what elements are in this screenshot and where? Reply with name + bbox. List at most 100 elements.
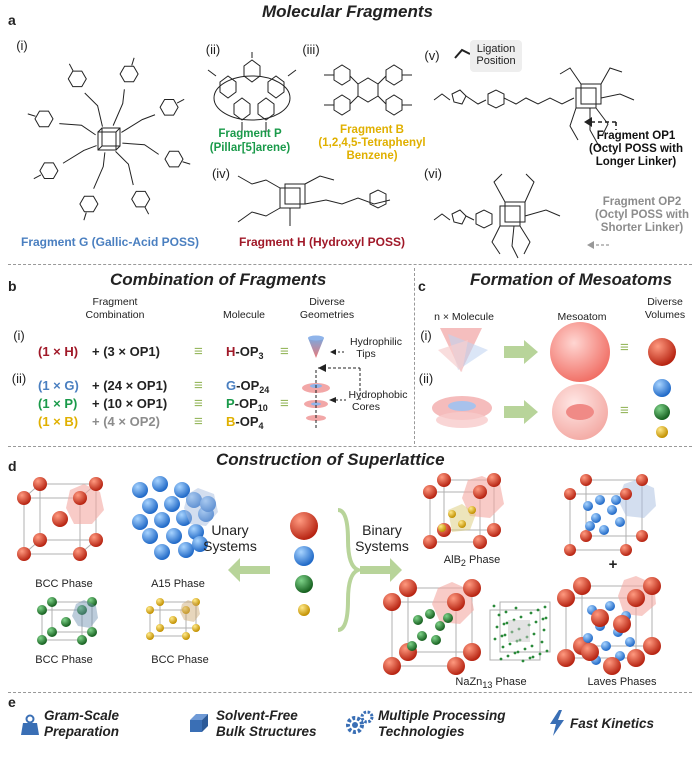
divider-b bbox=[8, 446, 692, 447]
b-header-diverse: Diverse bbox=[309, 296, 345, 308]
lattice-sphere bbox=[463, 579, 481, 597]
lattice-sphere bbox=[580, 530, 592, 542]
lattice-sphere bbox=[595, 495, 605, 505]
lattice-sphere bbox=[152, 476, 168, 492]
panel-a-letter: a bbox=[8, 12, 16, 28]
binary-label-1: Binary bbox=[362, 522, 402, 538]
fragment-op2-label-3: Shorter Linker) bbox=[600, 222, 684, 234]
lattice-sphere bbox=[599, 525, 609, 535]
c-equiv-2: ≡ bbox=[620, 402, 629, 419]
op1-arrow bbox=[584, 117, 617, 130]
lattice-sphere bbox=[17, 547, 31, 561]
ligation-label: Ligation Position bbox=[476, 43, 516, 67]
lattice-sphere bbox=[423, 485, 437, 499]
lattice-sphere bbox=[607, 505, 617, 515]
laves-plus: + bbox=[608, 556, 618, 573]
lattice-sphere bbox=[487, 473, 501, 487]
op2-arrow bbox=[587, 241, 609, 249]
gears-icon bbox=[346, 710, 374, 734]
b-header-combination: Combination bbox=[85, 309, 145, 321]
lattice-sphere bbox=[399, 579, 417, 597]
lattice-sphere bbox=[615, 651, 625, 661]
label-i: (i) bbox=[16, 38, 28, 53]
lattice-sphere bbox=[156, 624, 164, 632]
lattice-sphere bbox=[613, 615, 631, 633]
panel-d-title: Construction of Superlattice bbox=[216, 450, 445, 469]
c-header-diverse: Diverse bbox=[647, 296, 683, 308]
b-equiv-4a: ≡ bbox=[194, 413, 203, 430]
b-equiv-1a: ≡ bbox=[194, 343, 203, 360]
b-header-geometries: Geometries bbox=[299, 309, 355, 321]
lattice-sphere bbox=[591, 513, 601, 523]
lattice-sphere bbox=[643, 637, 661, 655]
fragment-b-label-3: Benzene) bbox=[346, 150, 398, 162]
divider-d bbox=[8, 692, 692, 693]
hydrophobic-label-2: Cores bbox=[351, 401, 380, 413]
fragment-h-label: Fragment H (Hydroxyl POSS) bbox=[238, 235, 406, 249]
lattice-sphere bbox=[643, 577, 661, 595]
lattice-sphere bbox=[174, 482, 190, 498]
lattice-sphere bbox=[447, 593, 465, 611]
b-row1-fragment: (1 × H) bbox=[38, 344, 79, 359]
lattice-sphere bbox=[156, 598, 164, 606]
lattice-sphere bbox=[146, 606, 154, 614]
c-label-i: (i) bbox=[420, 328, 432, 343]
b-header-molecule: Molecule bbox=[222, 309, 266, 321]
b-row3-fragment: (1 × P) bbox=[38, 396, 78, 411]
fragment-op2-structure bbox=[433, 173, 561, 259]
fragment-op1-label-1: Fragment OP1 bbox=[596, 130, 676, 142]
lattice-sphere bbox=[146, 632, 154, 640]
lattice-sphere bbox=[182, 632, 190, 640]
lattice-sphere bbox=[425, 609, 435, 619]
laves-phases-label: Laves Phases bbox=[587, 676, 657, 688]
lattice-sphere bbox=[164, 496, 180, 512]
lattice-sphere bbox=[615, 517, 625, 527]
lattice-sphere bbox=[423, 535, 437, 549]
lattice-sphere bbox=[437, 473, 451, 487]
panel-b-letter: b bbox=[8, 278, 17, 294]
lattice-sphere bbox=[413, 615, 423, 625]
fragment-p-label-2: (Pillar[5]arene) bbox=[209, 142, 291, 154]
fragment-b-structure bbox=[324, 64, 412, 116]
lattice-sphere bbox=[383, 657, 401, 675]
lattice-sphere bbox=[487, 523, 501, 537]
panel-e-letter: e bbox=[8, 694, 16, 710]
feature-gram-scale-1: Gram-Scale bbox=[44, 708, 120, 723]
c-header-mesoatom: Mesoatom bbox=[557, 311, 607, 323]
lattice-sphere bbox=[417, 631, 427, 641]
lattice-sphere bbox=[407, 641, 417, 651]
b-row1-molecule: H-OP3 bbox=[226, 344, 264, 361]
panel-a-title: Molecular Fragments bbox=[262, 2, 433, 21]
c-header-molecule: n × Molecule bbox=[434, 311, 494, 323]
feature-processing-1: Multiple Processing bbox=[378, 708, 506, 723]
lattice-sphere bbox=[142, 528, 158, 544]
lattice-sphere bbox=[557, 589, 575, 607]
lattice-sphere bbox=[435, 621, 445, 631]
bcc-phase-gold-label: BCC Phase bbox=[151, 654, 209, 666]
lattice-sphere bbox=[580, 474, 592, 486]
lattice-sphere bbox=[17, 491, 31, 505]
lattice-sphere bbox=[89, 477, 103, 491]
lattice-sphere bbox=[473, 485, 487, 499]
c-label-ii: (ii) bbox=[418, 371, 434, 386]
lattice-sphere bbox=[463, 643, 481, 661]
fragment-op1-structure bbox=[433, 67, 635, 149]
lattice-sphere bbox=[573, 577, 591, 595]
lattice-sphere bbox=[89, 533, 103, 547]
lattice-sphere bbox=[182, 606, 190, 614]
b-equiv-2a: ≡ bbox=[194, 377, 203, 394]
cube-icon bbox=[190, 714, 208, 732]
lattice-sphere bbox=[591, 609, 609, 627]
lightning-icon bbox=[550, 710, 564, 736]
b-header-fragment: Fragment bbox=[92, 296, 138, 308]
lattice-sphere bbox=[583, 501, 593, 511]
fragment-op1-label-3: Longer Linker) bbox=[595, 156, 677, 168]
fragment-op2-label-2: (Octyl POSS with bbox=[595, 209, 689, 221]
fragment-op1-label-2: (Octyl POSS with bbox=[589, 143, 683, 155]
label-iv: (iv) bbox=[211, 166, 231, 181]
lattice-sphere bbox=[603, 657, 621, 675]
lattice-sphere bbox=[605, 601, 615, 611]
lattice-sphere bbox=[585, 521, 595, 531]
hydrophilic-label-2: Tips bbox=[356, 348, 376, 360]
alb2-phase-label: AlB2 Phase bbox=[443, 554, 501, 568]
